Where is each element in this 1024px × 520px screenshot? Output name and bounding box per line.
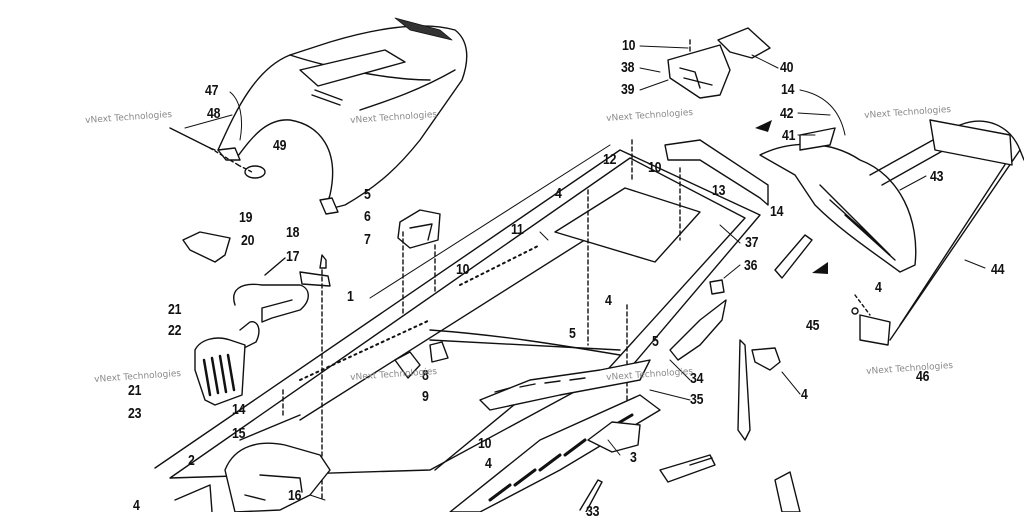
callout-10: 10: [456, 261, 470, 278]
callout-48: 48: [207, 105, 221, 122]
callout-12: 12: [603, 151, 617, 168]
callout-45: 45: [806, 317, 820, 334]
callout-4: 4: [875, 279, 882, 296]
callout-4: 4: [555, 185, 562, 202]
bracket-3: [587, 421, 641, 453]
callout-11: 11: [511, 221, 524, 238]
callout-4: 4: [133, 497, 140, 514]
callout-2: 2: [188, 452, 195, 469]
bracket-19: [182, 231, 231, 263]
snowflap-part: [759, 127, 917, 279]
callout-42: 42: [780, 105, 794, 122]
callout-20: 20: [241, 232, 255, 249]
callout-4: 4: [801, 386, 808, 403]
callout-1: 1: [347, 288, 354, 305]
vent-bracket-part: [194, 337, 246, 406]
callout-35: 35: [690, 391, 704, 408]
callout-41: 41: [782, 127, 796, 144]
callout-39: 39: [621, 81, 635, 98]
post-17-18: [264, 254, 331, 287]
callout-46: 46: [916, 368, 930, 385]
callout-47: 47: [205, 82, 219, 99]
callout-36: 36: [744, 257, 758, 274]
callout-21: 21: [128, 382, 142, 399]
tunnel-part: [154, 149, 761, 479]
bumper-part: [869, 119, 1024, 341]
callout-9: 9: [422, 388, 429, 405]
seat-part: [217, 17, 468, 215]
callout-40: 40: [780, 59, 794, 76]
callout-13: 13: [712, 182, 726, 199]
rivet-part: [169, 127, 216, 151]
callout-22: 22: [168, 322, 182, 339]
callout-34: 34: [690, 370, 704, 387]
arrow-marker: [755, 120, 772, 132]
callout-8: 8: [422, 367, 429, 384]
callout-14: 14: [781, 81, 795, 98]
hardware-45-46: [851, 294, 891, 346]
callout-10: 10: [478, 435, 492, 452]
callout-10: 10: [622, 37, 636, 54]
callout-5: 5: [569, 325, 576, 342]
callout-14: 14: [232, 401, 246, 418]
callout-21: 21: [168, 301, 182, 318]
fastener-part: [209, 147, 266, 179]
callout-4: 4: [605, 292, 612, 309]
callout-3: 3: [630, 449, 637, 466]
callout-37: 37: [745, 234, 759, 251]
callout-5: 5: [364, 186, 371, 203]
bracket-lower-right: [774, 471, 801, 512]
rail-13: [664, 139, 769, 206]
callout-10: 10: [648, 159, 662, 176]
callout-leaders: [184, 45, 986, 501]
callout-6: 6: [364, 208, 371, 225]
grab-handle-part: [233, 283, 309, 351]
callout-18: 18: [286, 224, 300, 241]
callout-14: 14: [770, 203, 784, 220]
arrow-marker: [812, 262, 828, 274]
callout-23: 23: [128, 405, 142, 422]
side-panel-34: [669, 299, 781, 441]
callout-44: 44: [991, 261, 1005, 278]
fastener-36: [709, 279, 725, 295]
bracket-2: [174, 442, 331, 512]
rod-part: [689, 457, 713, 466]
callout-19: 19: [239, 209, 253, 226]
callout-7: 7: [364, 231, 371, 248]
callout-43: 43: [930, 168, 944, 185]
callout-16: 16: [288, 487, 302, 504]
callout-49: 49: [273, 137, 287, 154]
bracket-38-40: [667, 27, 771, 99]
callout-17: 17: [286, 248, 300, 265]
part-8-9: [394, 341, 449, 379]
callout-4: 4: [485, 455, 492, 472]
callout-15: 15: [232, 425, 246, 442]
callout-38: 38: [621, 59, 635, 76]
callout-5: 5: [652, 333, 659, 350]
